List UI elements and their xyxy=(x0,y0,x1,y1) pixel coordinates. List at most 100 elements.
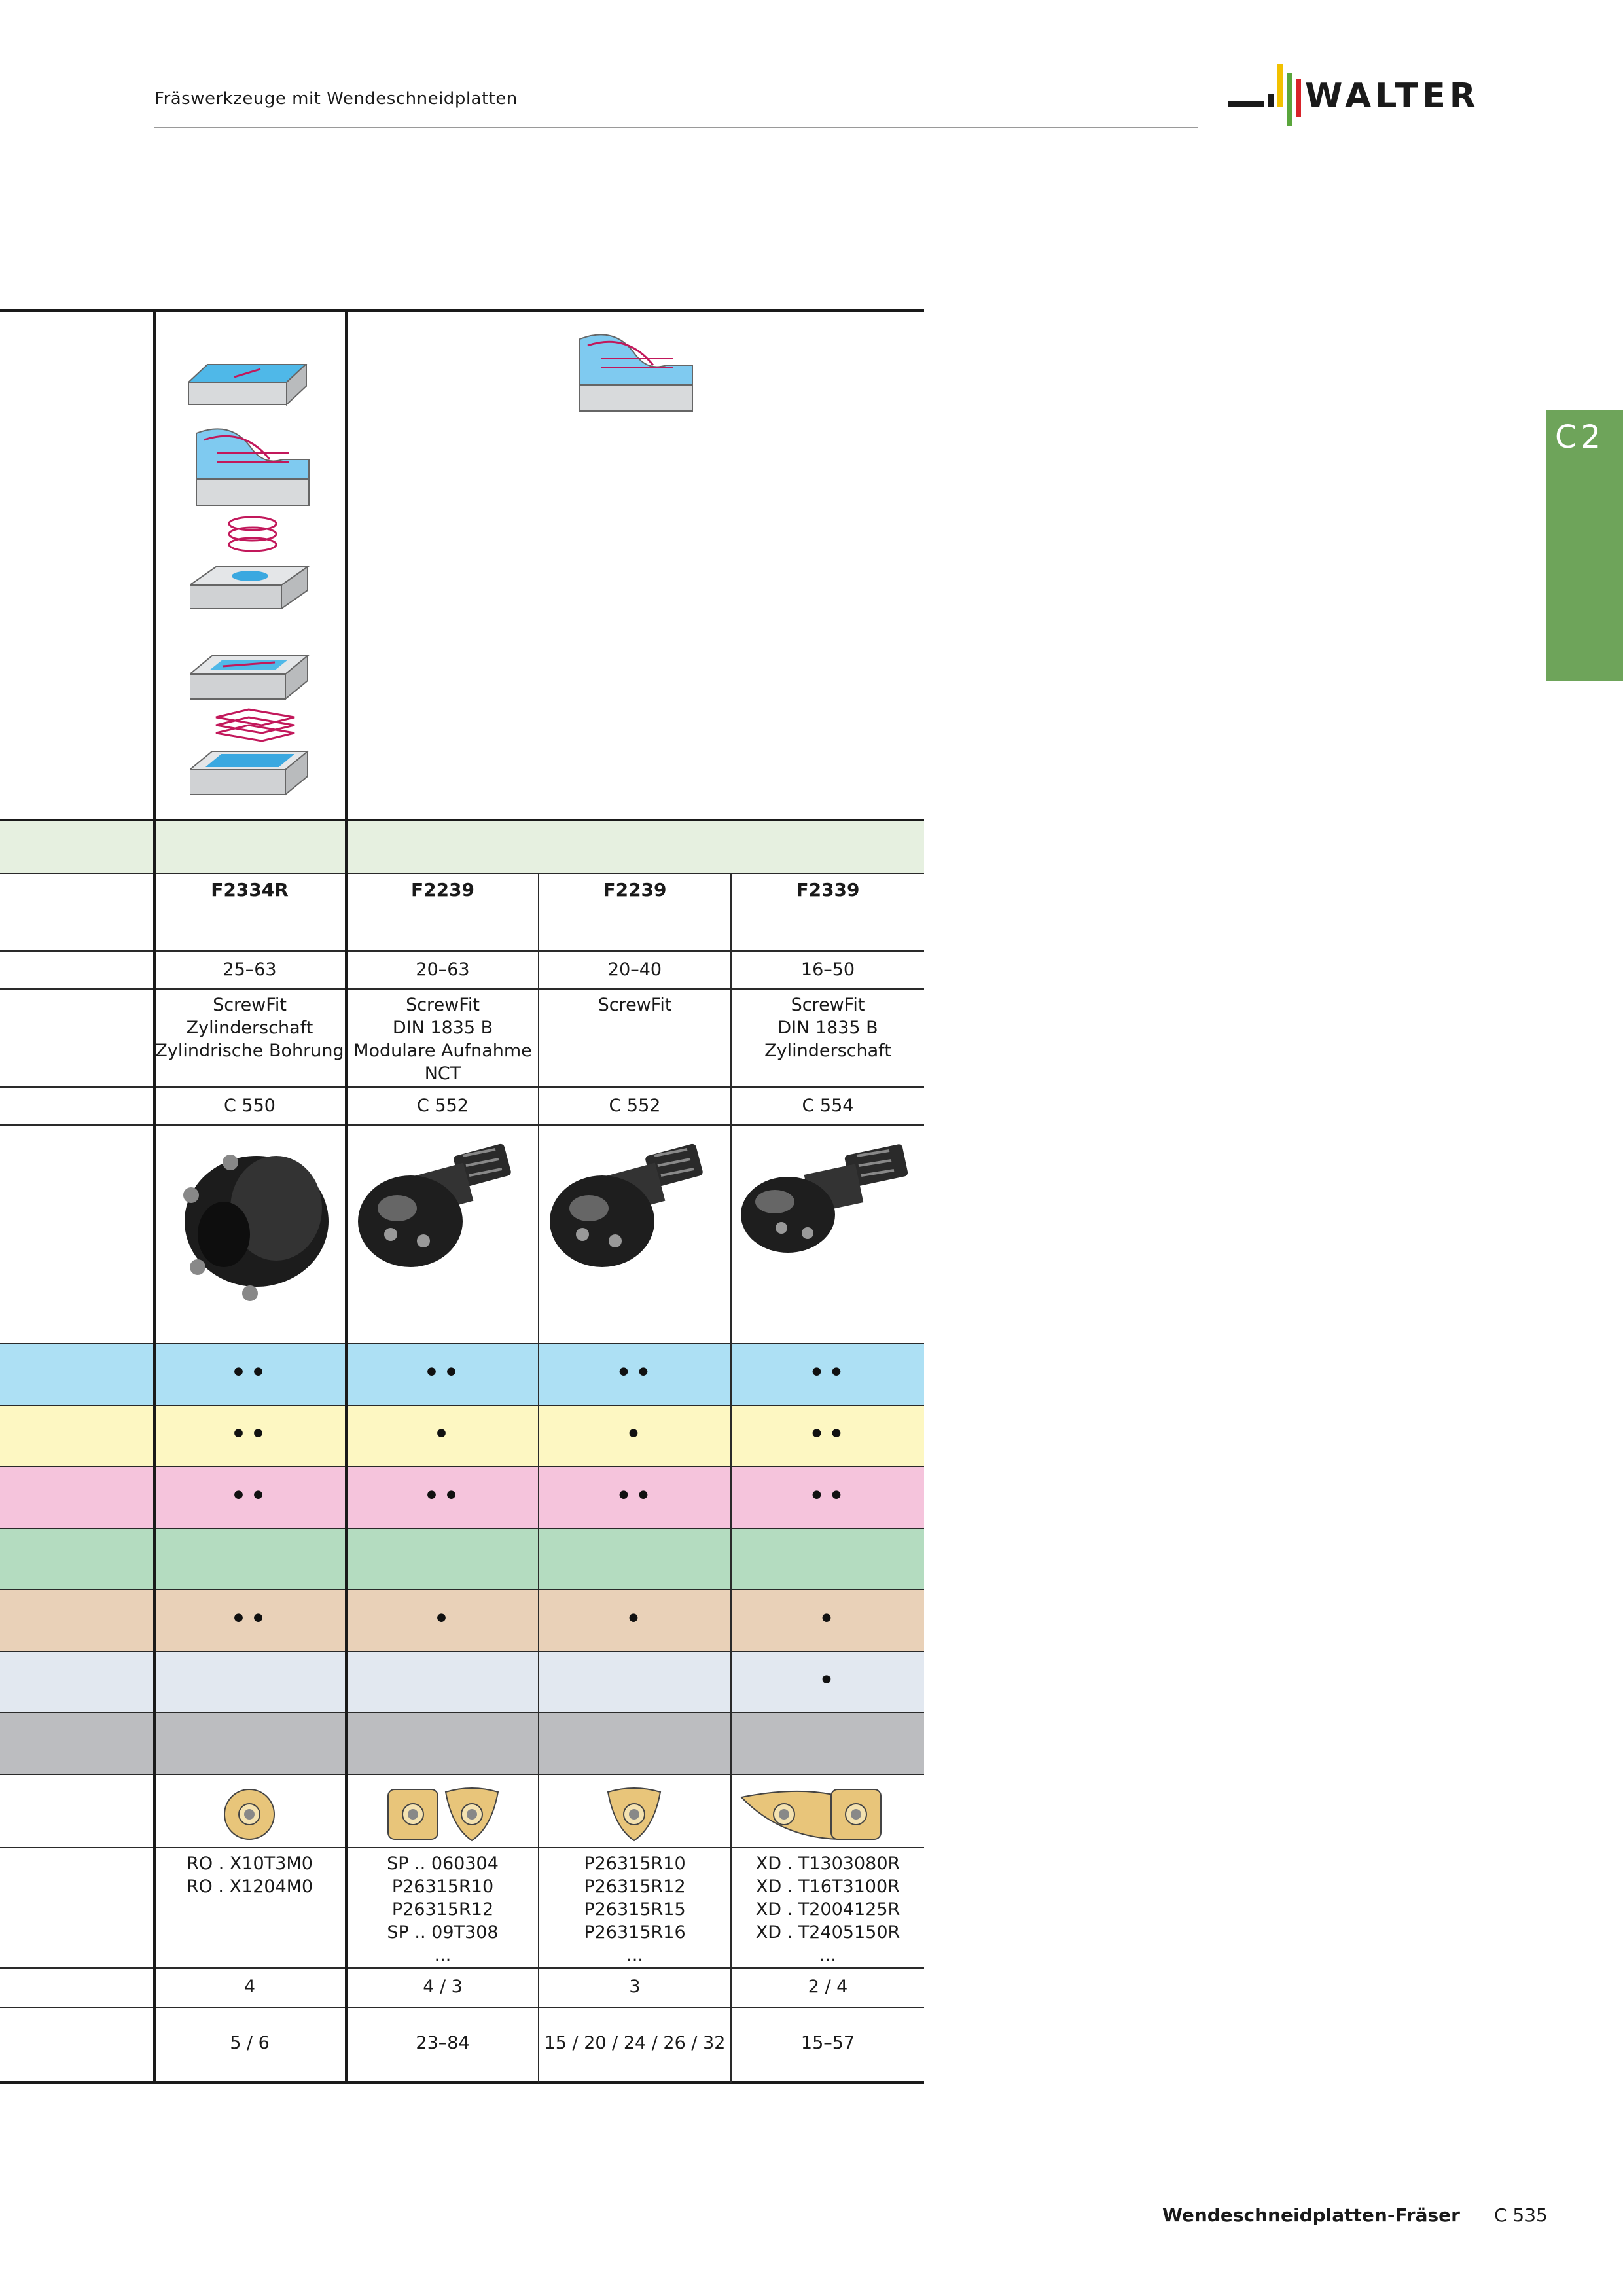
suitability-dots: • xyxy=(625,1602,645,1636)
trigon-insert-icon xyxy=(607,1787,662,1842)
text-line: RO . X10T3M0 xyxy=(187,1854,313,1874)
type-code-cell[interactable]: F2339 xyxy=(796,879,860,901)
suitability-dots: •• xyxy=(808,1418,847,1451)
page-ref-row: C 550 C 552 C 552 C 554 xyxy=(0,1088,924,1126)
text-line: P26315R12 xyxy=(391,1899,494,1920)
cutting-edges-cell: 3 xyxy=(629,1977,641,1997)
page-ref-link[interactable]: C 552 xyxy=(609,1096,661,1116)
insert-shapes-group xyxy=(740,1789,882,1840)
ball-nose-copy-mill-image xyxy=(358,1143,511,1267)
type-code-row: F2334R F2239 F2239 F2339 xyxy=(0,874,924,952)
copy-end-mill-image xyxy=(741,1144,908,1253)
column-divider xyxy=(345,309,348,2084)
suitability-dots xyxy=(348,1529,538,1589)
tool-image-row xyxy=(0,1126,924,1344)
material-row-steel: •• •• •• •• xyxy=(0,1344,924,1406)
suitability-dots xyxy=(348,1652,538,1712)
insert-shapes-cell xyxy=(732,1782,924,1847)
text-line: ... xyxy=(626,1945,643,1965)
insert-shapes-group xyxy=(224,1789,275,1840)
text-line: ScrewFit xyxy=(213,995,287,1015)
trigon-insert-icon xyxy=(444,1787,499,1842)
size-range-cell: 15–57 xyxy=(800,2033,855,2053)
size-range-row: 5 / 6 23–84 15 / 20 / 24 / 26 / 32 15–57 xyxy=(0,2008,924,2084)
walter-logo: WALTER xyxy=(1228,64,1480,126)
chapter-tab[interactable]: C2 xyxy=(1546,410,1623,681)
profile-copy-milling-icon xyxy=(579,334,693,412)
table-top-rule xyxy=(0,309,924,312)
page-ref-link[interactable]: C 552 xyxy=(417,1096,469,1116)
suitability-dots xyxy=(154,1529,345,1589)
insert-shapes-cell xyxy=(154,1782,345,1847)
text-line: Modulare Aufnahme xyxy=(353,1041,532,1061)
material-row-cast-iron: •••••••• xyxy=(0,1467,924,1529)
square-insert-icon xyxy=(830,1789,882,1840)
diameter-cell: 20–63 xyxy=(416,960,470,980)
material-row-hard: • xyxy=(0,1652,924,1713)
type-code-cell[interactable]: F2334R xyxy=(211,879,289,901)
diameter-cell: 20–40 xyxy=(607,960,662,980)
text-line: P26315R15 xyxy=(584,1899,686,1920)
face-mill-cutter-image xyxy=(183,1155,329,1301)
tool-image-cell xyxy=(732,1126,924,1343)
face-milling-icon xyxy=(188,364,308,406)
text-line: ScrewFit xyxy=(406,995,480,1015)
size-range-cell: 15 / 20 / 24 / 26 / 32 xyxy=(544,2033,726,2053)
insert-shapes-group xyxy=(607,1787,662,1842)
suitability-dots: •• xyxy=(230,1479,270,1513)
suitability-dots: • xyxy=(818,1664,838,1697)
text-line: XD . T2405150R xyxy=(755,1922,901,1943)
text-line: DIN 1835 B xyxy=(392,1018,493,1038)
size-range-cell: 5 / 6 xyxy=(230,2033,270,2053)
page-ref-link[interactable]: C 554 xyxy=(802,1096,854,1116)
text-line: P26315R10 xyxy=(391,1876,494,1897)
suitability-dots: •• xyxy=(808,1479,847,1513)
suitability-dots xyxy=(154,1713,345,1774)
text-line: XD . T16T3100R xyxy=(756,1876,900,1897)
text-line: ... xyxy=(434,1945,452,1965)
header-divider xyxy=(154,127,1198,128)
application-row xyxy=(0,312,924,822)
text-line: P26315R12 xyxy=(584,1876,686,1897)
chapter-tab-label: C2 xyxy=(1555,419,1605,456)
diameter-cell: 25–63 xyxy=(223,960,277,980)
high-feed-insert-icon xyxy=(740,1790,843,1840)
suitability-dots: •• xyxy=(423,1479,463,1513)
material-row-superalloy: ••••• xyxy=(0,1590,924,1652)
pocket-milling-icon xyxy=(190,654,310,701)
tool-image-cell xyxy=(539,1126,730,1343)
text-line: Zylinderschaft xyxy=(186,1018,313,1038)
square-insert-icon xyxy=(387,1789,438,1840)
profile-path-icon xyxy=(215,708,295,742)
suitability-dots: •• xyxy=(230,1356,270,1390)
size-range-cell: 23–84 xyxy=(416,2033,470,2053)
suitability-dots: •• xyxy=(808,1356,847,1390)
text-line: P26315R10 xyxy=(584,1854,686,1874)
suitability-dots: •• xyxy=(423,1356,463,1390)
svg-text:WALTER: WALTER xyxy=(1305,77,1480,116)
text-line: SP .. 09T308 xyxy=(387,1922,499,1943)
suitability-dots xyxy=(539,1713,730,1774)
type-code-cell[interactable]: F2239 xyxy=(410,879,475,901)
page-ref-link[interactable]: C 550 xyxy=(224,1096,276,1116)
text-line: DIN 1835 B xyxy=(777,1018,878,1038)
text-line: ... xyxy=(819,1945,836,1965)
text-line: P26315R16 xyxy=(584,1922,686,1943)
type-code-cell[interactable]: F2239 xyxy=(603,879,667,901)
mounting-cell: ScrewFit xyxy=(539,990,730,1086)
suitability-dots: •• xyxy=(230,1418,270,1451)
suitability-dots xyxy=(732,1529,924,1589)
suitability-dots: •• xyxy=(615,1356,654,1390)
text-line: Zylinderschaft xyxy=(764,1041,891,1061)
text-line: SP .. 060304 xyxy=(387,1854,499,1874)
helical-interpolation-icon xyxy=(190,516,310,610)
